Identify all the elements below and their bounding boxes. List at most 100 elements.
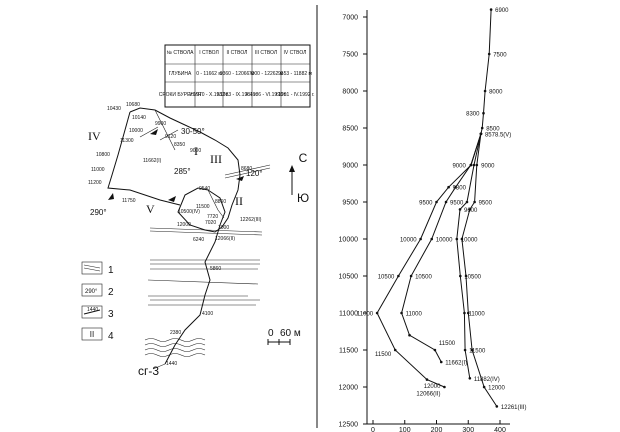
profile-series-4: [461, 133, 498, 407]
plan-depth-label: 10680: [126, 102, 140, 108]
profile-point: [483, 89, 487, 93]
table-cell: 9653 - 11882 м: [278, 71, 312, 77]
profile-point: [443, 385, 446, 389]
profile-depth-label: 9500: [419, 201, 433, 207]
plan-depth-label: 12066(II): [215, 236, 235, 242]
plan-depth-label: 11300: [120, 138, 134, 144]
profile-point: [480, 126, 484, 130]
depth-profile-chart: 7000750080008500900095001000010500110001…: [339, 8, 527, 432]
y-tick-label: 12500: [339, 422, 359, 429]
plan-depth-label: 7020: [205, 220, 216, 226]
plan-depth-label: 12262(III): [240, 217, 262, 223]
plan-depth-label: 9900: [155, 121, 166, 127]
profile-depth-label: 11500: [375, 352, 392, 358]
profile-depth-label: 12261(III): [501, 405, 527, 411]
y-tick-label: 11000: [339, 311, 358, 318]
legend-symbol-depth: 1440: [87, 307, 98, 313]
table-cell: 0 - 11662 м: [196, 71, 222, 77]
arrow-icon: [168, 196, 176, 202]
wavy-contact: [144, 348, 206, 352]
profile-point: [487, 52, 491, 56]
profile-point: [475, 163, 479, 167]
legend-num-2: 2: [108, 287, 114, 298]
profile-point: [400, 311, 403, 315]
profile-point: [419, 237, 422, 241]
plan-depth-label: 9120: [165, 134, 176, 140]
legend-num-3: 3: [108, 309, 114, 320]
y-tick-label: 11500: [339, 348, 358, 355]
y-tick-label: 10000: [339, 237, 359, 244]
profile-depth-label: 10000: [461, 238, 478, 244]
plan-depth-label: 2380: [170, 330, 181, 336]
plan-depth-label: 5860: [210, 266, 221, 272]
y-tick-label: 12000: [339, 385, 359, 392]
azimuth-label: 285°: [174, 167, 191, 176]
table-cell: I.1991 - IV.1992 г.: [275, 92, 314, 98]
profile-point: [468, 376, 472, 380]
trajectory-branch: [154, 109, 176, 151]
plan-depth-label: 10800: [96, 152, 110, 158]
plan-depth-label: 8350: [174, 142, 185, 148]
profile-depth-label: 10500: [464, 275, 481, 281]
profile-point: [375, 311, 379, 315]
trajectory-loop: [177, 187, 223, 233]
branch-label-II: II: [235, 194, 243, 208]
profile-point: [465, 200, 469, 204]
profile-point: [460, 237, 464, 241]
profile-point: [408, 333, 411, 337]
legend-num-4: 4: [108, 331, 114, 342]
plan-depth-label: 1440: [166, 361, 177, 367]
branch-label-IV: IV: [88, 129, 101, 143]
profile-point: [495, 405, 499, 408]
branch-label-I: I: [194, 144, 198, 158]
y-tick-label: 8000: [342, 89, 358, 96]
azimuth-label: 30-50°: [181, 127, 205, 136]
plan-depth-label: 11500: [196, 204, 210, 210]
plan-depth-label: 10500(IV): [178, 209, 200, 215]
plan-depth-label: 8860: [215, 199, 226, 205]
profile-point: [463, 311, 466, 315]
trajectory-upper: [129, 107, 241, 228]
y-tick-label: 8500: [342, 126, 358, 133]
legend-num-1: 1: [108, 265, 114, 276]
profile-depth-label: 8300: [466, 112, 480, 118]
profile-depth-label: 9300: [453, 186, 467, 192]
profile-point: [433, 348, 437, 352]
scale-zero: 0: [268, 328, 274, 339]
profile-depth-label: 11000: [357, 312, 374, 318]
profile-point: [409, 274, 413, 278]
plan-depth-label: 11000: [91, 167, 105, 173]
table-header-2: II СТВОЛ: [227, 50, 248, 56]
north-label: С: [299, 151, 308, 165]
x-tick-label: 0: [371, 427, 375, 432]
profile-depth-label: 9500: [479, 201, 493, 207]
y-tick-label: 10500: [339, 274, 359, 281]
y-tick-label: 7500: [342, 52, 358, 59]
table-cell: I.1983 - IX.1984 г.: [217, 92, 257, 98]
legend: 1 290° 2 1440 3 II 4: [81, 261, 114, 342]
y-tick-label: 9000: [342, 163, 358, 170]
profile-point: [464, 274, 468, 278]
profile-point: [425, 378, 429, 381]
profile-depth-label: 12000: [424, 384, 441, 390]
profile-depth-label: 11500: [439, 341, 456, 347]
azimuth-label: 120°: [246, 169, 263, 178]
profile-depth-label: 11000: [468, 312, 485, 318]
arrow-icon: [150, 129, 158, 135]
plan-depth-label: 10000: [129, 128, 143, 134]
well-name: сг-3: [138, 364, 159, 378]
profile-depth-label: 10500: [415, 275, 432, 281]
plan-depth-label: 7720: [207, 214, 218, 220]
plan-depth-label: 11200: [88, 180, 102, 186]
profile-depth-label: 11882(IV): [474, 377, 500, 383]
table-cell: 9360 - 12066 м: [220, 71, 255, 77]
profile-depth-label: 11662(I): [445, 360, 467, 366]
plan-depth-label: 10140: [132, 115, 146, 121]
table-row-1-label: СРОКИ БУРЕНИЯ: [159, 92, 202, 98]
table-cell: X.1986 - VI.1990 г.: [245, 92, 287, 98]
plan-depth-label: 10430: [107, 106, 121, 112]
x-tick-label: 400: [494, 427, 506, 432]
profile-point: [454, 185, 457, 189]
